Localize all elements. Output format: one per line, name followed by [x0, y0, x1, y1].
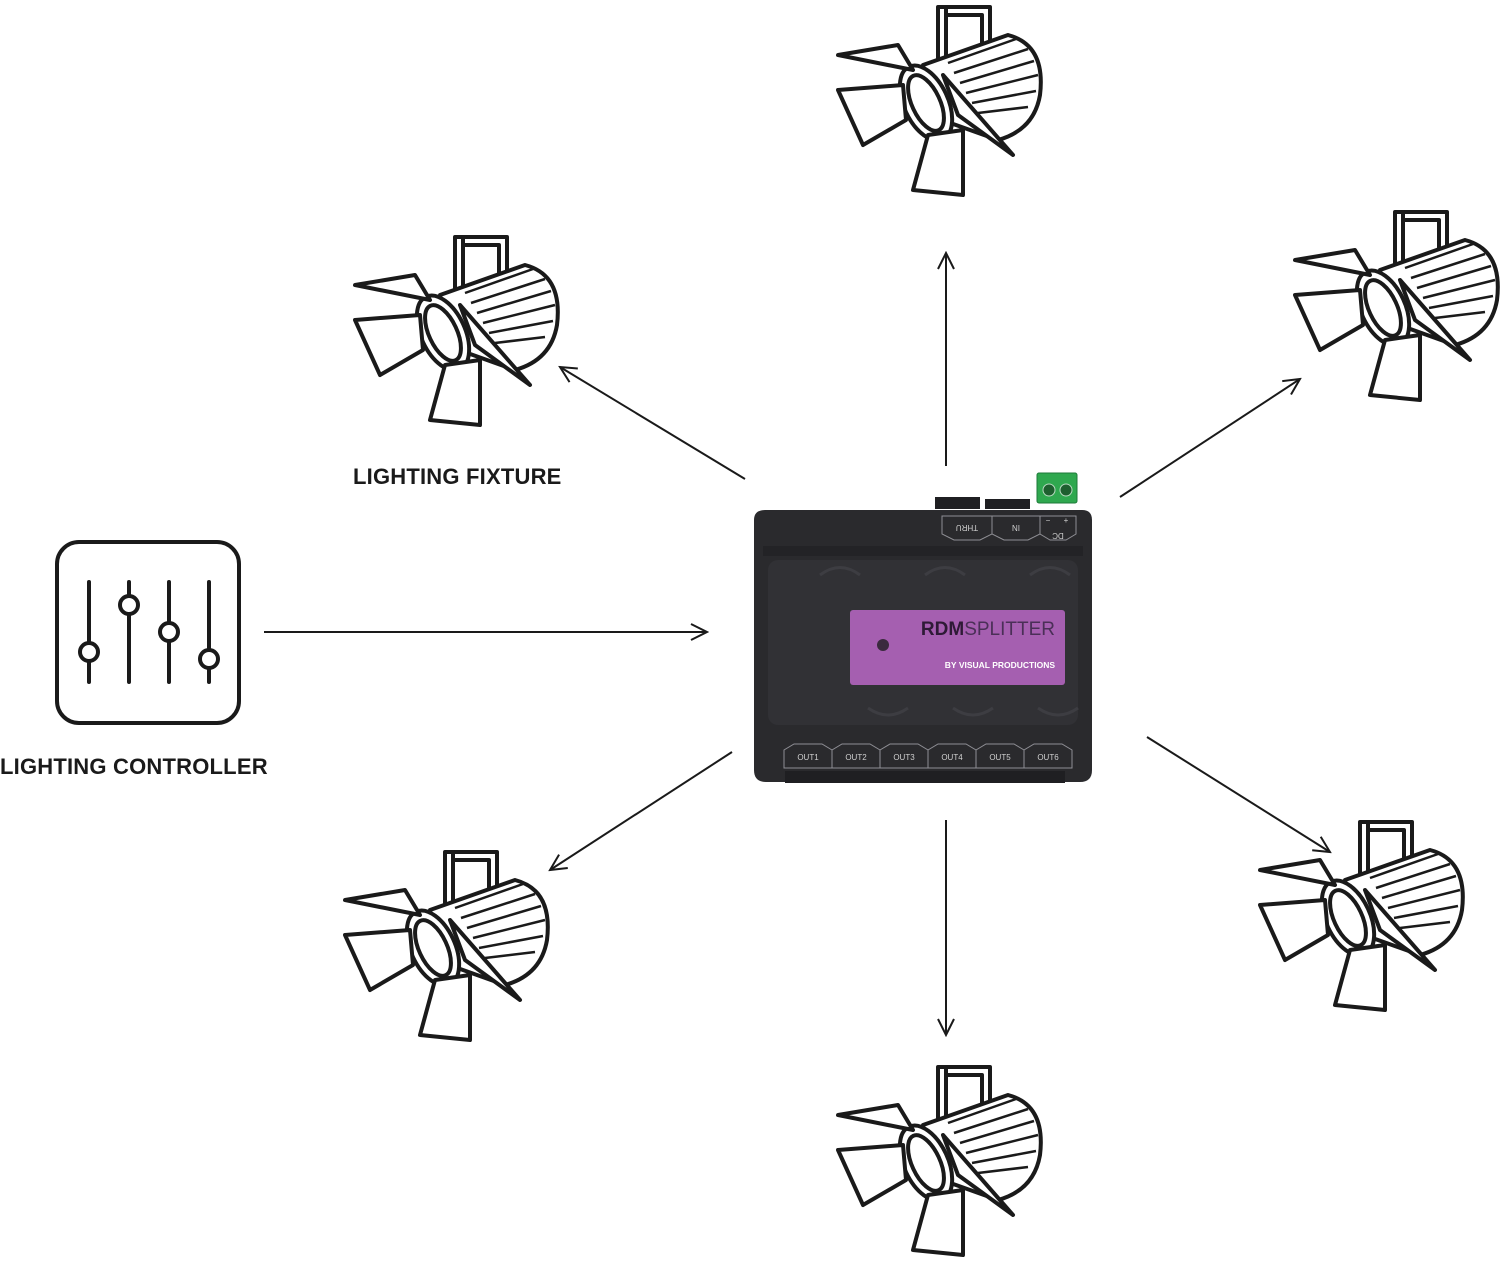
spotlight-fixture-icon: [353, 235, 560, 427]
brand-maker: BY VISUAL PRODUCTIONS: [945, 660, 1056, 670]
out-port-label: OUT5: [989, 753, 1011, 762]
mixer-sliders-icon: [55, 540, 241, 725]
edge-splitter-to-fixture-bottom-left: [550, 751, 733, 870]
port-label-in: IN: [1012, 523, 1020, 532]
power-plus: +: [1064, 516, 1069, 525]
spotlight-fixture-icon: [1293, 210, 1500, 402]
spotlight-fixture-icon: [343, 850, 550, 1042]
edge-splitter-to-fixture-top-right: [1119, 379, 1300, 498]
out-port-outline: [1023, 743, 1073, 769]
edges: [264, 253, 1330, 1035]
svg-text:RDMSPLITTER: RDMSPLITTER: [921, 619, 1055, 640]
out-port-label: OUT1: [797, 753, 819, 762]
top-port-row: THRU IN DC − +: [941, 515, 1077, 541]
spotlight-fixture-icon: [836, 5, 1043, 197]
lighting-controller-node: LIGHTING CONTROLLER: [0, 540, 268, 779]
power-terminal: [1036, 472, 1078, 504]
controller-label: LIGHTING CONTROLLER: [0, 754, 268, 779]
out-port-label: OUT4: [941, 753, 963, 762]
rdm-splitter-device: THRU IN DC − + RDMSPLITTER BY VISUAL PRO…: [754, 472, 1092, 783]
brand-panel: [850, 610, 1065, 685]
out-port-row: OUT1 OUT2 OUT3 OUT4 OUT5 OUT6: [783, 743, 1073, 769]
out-port-label: OUT2: [845, 753, 867, 762]
port-label-dc: DC: [1052, 531, 1064, 540]
brand-rdm: RDM: [921, 619, 964, 640]
port-label-thru: THRU: [956, 523, 978, 532]
power-minus: −: [1046, 516, 1051, 525]
edge-splitter-to-fixture-bottom-right: [1146, 736, 1330, 852]
out-port-label: OUT6: [1037, 753, 1059, 762]
out-port-label: OUT3: [893, 753, 915, 762]
fixture-label: LIGHTING FIXTURE: [353, 464, 562, 489]
spotlight-fixture-icon: [836, 1065, 1043, 1257]
edge-splitter-to-fixture-top-left: [560, 367, 746, 480]
brand-splitter: SPLITTER: [964, 619, 1055, 640]
fixtures: LIGHTING FIXTURE: [343, 5, 1500, 1257]
status-led: [877, 639, 889, 651]
spotlight-fixture-icon: [1258, 820, 1465, 1012]
